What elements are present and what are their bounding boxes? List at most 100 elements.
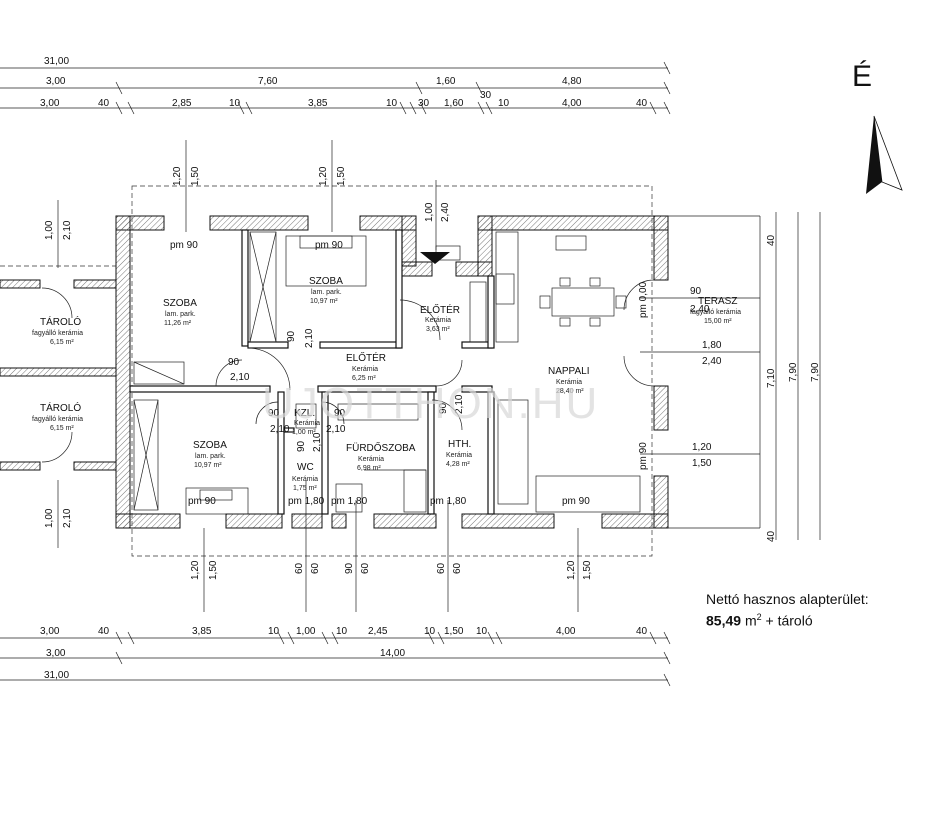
dim-right-2: 7,90 <box>788 362 799 382</box>
room-hth-name: HTH. <box>448 439 471 450</box>
dim-right-1: 7,10 <box>766 368 777 388</box>
dim-right-4: 40 <box>766 530 777 542</box>
top-open-2: 1,20 <box>318 166 329 186</box>
dim-bottom-1-3: 10 <box>268 626 280 637</box>
net-area-sup: 2 <box>756 612 762 622</box>
bottom-open-8: 1,20 <box>566 560 577 580</box>
room-szoba2-name: SZOBA <box>309 276 343 287</box>
door-dim-4: 90 <box>268 408 280 419</box>
dim-top-3-8: 10 <box>498 98 510 109</box>
door-dim-16: 2,40 <box>702 356 722 367</box>
door-dim-11: 90 <box>438 402 449 414</box>
room-tarolo2-name: TÁROLÓ <box>40 401 81 414</box>
parapet-8: pm 90 <box>562 496 590 507</box>
room-szoba3-area: 10,97 m² <box>194 462 222 469</box>
door-dim-13: 90 <box>690 286 702 297</box>
entrance-arrow-icon <box>420 252 450 264</box>
door-dim-17: 1,20 <box>692 442 712 453</box>
dim-bottom-3-0: 31,00 <box>44 670 69 681</box>
dim-top-2-2: 1,60 <box>436 76 456 87</box>
room-furdo-area: 6,98 m² <box>357 465 381 472</box>
door-dim-14: 2,40 <box>690 304 710 315</box>
doors <box>41 279 655 463</box>
room-eloter1-name: ELŐTÉR <box>420 302 460 316</box>
dim-bottom-1-10: 4,00 <box>556 626 576 637</box>
dim-right-3: 7,90 <box>810 362 821 382</box>
room-terasz-name: TERASZ <box>698 296 737 307</box>
room-terasz-floor: fagyálló kerámia <box>690 309 741 316</box>
parapet-0: pm 90 <box>170 240 198 251</box>
room-terasz-area: 15,00 m² <box>704 318 732 325</box>
bottom-opening-dims: 1,20 1,50 60 60 90 60 60 60 1,20 1,50 <box>190 480 593 612</box>
dim-bottom-1-1: 40 <box>98 626 110 637</box>
door-dim-6: 90 <box>334 408 346 419</box>
room-eloter1-area: 3,63 m² <box>426 326 450 333</box>
dim-top-3-2: 2,85 <box>172 98 192 109</box>
room-labels: SZOBA lam. park. 11,26 m² SZOBA lam. par… <box>32 276 741 492</box>
room-szoba2-floor: lam. park. <box>311 289 342 296</box>
room-tarolo2-area: 6,15 m² <box>50 425 74 432</box>
dim-bottom-1-11: 40 <box>636 626 648 637</box>
bottom-open-6: 60 <box>436 562 447 574</box>
dim-bottom-2-0: 3,00 <box>46 648 66 659</box>
door-dim-labels: 90 2,10 90 2,10 90 2,10 90 2,10 90 2,10 … <box>228 286 760 469</box>
door-dim-0: 90 <box>286 330 297 342</box>
parapet-4: pm 90 <box>188 496 216 507</box>
roof-outline <box>131 185 653 557</box>
door-dim-3: 2,10 <box>230 372 250 383</box>
dim-top-3-7: 1,60 <box>444 98 464 109</box>
room-eloter2-name: ELŐTÉR <box>346 350 386 364</box>
door-dim-18: 1,50 <box>692 458 712 469</box>
room-szoba3-floor: lam. park. <box>195 453 226 460</box>
dim-top-3-extra: 30 <box>480 90 492 101</box>
parapet-2: pm 0,00 <box>638 281 649 318</box>
interior-walls <box>129 229 495 515</box>
room-eloter2-area: 6,25 m² <box>352 375 376 382</box>
door-dim-7: 2,10 <box>326 424 346 435</box>
room-wc-name: WC <box>297 462 314 473</box>
top-open-1: 1,50 <box>190 166 201 186</box>
parapet-1: pm 90 <box>315 240 343 251</box>
dim-bottom-2-1: 14,00 <box>380 648 405 659</box>
dim-bottom-1-0: 3,00 <box>40 626 60 637</box>
north-arrow: É <box>852 60 903 194</box>
bottom-open-7: 60 <box>452 562 463 574</box>
dim-left-1: 2,10 <box>62 220 73 240</box>
dim-bottom-1-9: 10 <box>476 626 488 637</box>
storage-blocks: 1,00 2,10 1,00 2,10 <box>0 200 117 548</box>
door-dim-2: 90 <box>228 357 240 368</box>
dim-top-total: 31,00 <box>44 56 69 67</box>
dim-top-3-0: 3,00 <box>40 98 60 109</box>
dim-top-2-3: 4,80 <box>562 76 582 87</box>
top-open-3: 1,50 <box>336 166 347 186</box>
dim-top-2-1: 7,60 <box>258 76 278 87</box>
dim-top-3-9: 4,00 <box>562 98 582 109</box>
room-szoba1-name: SZOBA <box>163 298 197 309</box>
room-szoba2-area: 10,97 m² <box>310 298 338 305</box>
room-wc-floor: Kerámia <box>292 476 318 483</box>
room-furdo-name: FÜRDŐSZOBA <box>346 440 416 454</box>
watermark: UJOTTHON.HU <box>262 379 599 428</box>
dim-bottom-1-6: 2,45 <box>368 626 388 637</box>
room-hth-area: 4,28 m² <box>446 461 470 468</box>
room-eloter2-floor: Kerámia <box>352 366 378 373</box>
right-dimensions: 40 7,10 7,90 7,90 40 <box>766 212 821 542</box>
dim-left-3: 2,10 <box>62 508 73 528</box>
dim-left-2: 1,00 <box>44 508 55 528</box>
dim-top-3-6: 30 <box>418 98 430 109</box>
door-dim-9: 2,10 <box>312 432 323 452</box>
room-furdo-floor: Kerámia <box>358 456 384 463</box>
dim-left-0: 1,00 <box>44 220 55 240</box>
bottom-open-2: 60 <box>294 562 305 574</box>
room-szoba3-name: SZOBA <box>193 440 227 451</box>
net-area-caption: Nettó hasznos alapterület: <box>706 591 869 607</box>
room-kzl-floor: Kerámia <box>294 420 320 427</box>
door-dim-8: 90 <box>296 440 307 452</box>
dim-right-0: 40 <box>766 234 777 246</box>
parapet-6: pm 1,80 <box>331 496 368 507</box>
dim-top-2-0: 3,00 <box>46 76 66 87</box>
dim-bottom-1-8: 1,50 <box>444 626 464 637</box>
top-open-4: 1,00 <box>424 202 435 222</box>
north-arrow-icon <box>866 116 882 194</box>
dim-bottom-1-2: 3,85 <box>192 626 212 637</box>
